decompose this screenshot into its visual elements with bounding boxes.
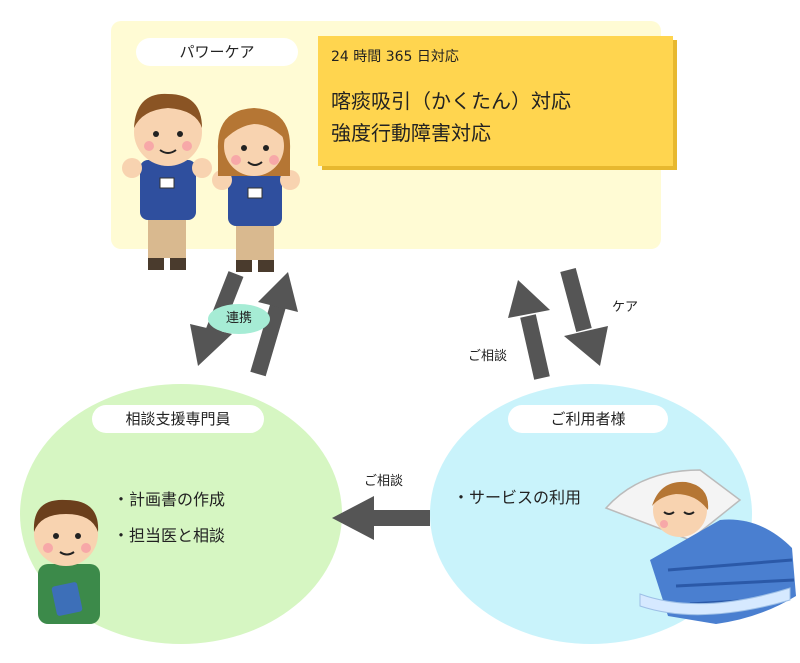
consultant-label: 相談支援専門員 — [92, 405, 264, 433]
female-staff-icon — [212, 108, 300, 272]
link-badge: 連携 — [208, 304, 270, 334]
consult-left-label: ご相談 — [364, 474, 404, 489]
sleeping-user-icon — [604, 469, 796, 624]
consultant-icon — [33, 499, 100, 624]
consult-up-label: ご相談 — [468, 349, 508, 364]
arrow-provider-to-user — [560, 267, 608, 366]
services-line-behavior: 強度行動障害対応 — [331, 121, 491, 145]
provider-label: パワーケア — [136, 38, 298, 66]
male-staff-icon — [122, 93, 212, 270]
user-label: ご利用者様 — [508, 405, 668, 433]
care-label: ケア — [612, 300, 639, 315]
consultant-item-plan: ・計画書の作成 — [113, 490, 226, 509]
user-item-service: ・サービスの利用 — [453, 488, 582, 507]
services-card: 24 時間 365 日対応 喀痰吸引（かくたん）対応 強度行動障害対応 — [318, 36, 673, 166]
arrow-consultant-to-provider — [250, 272, 298, 377]
services-line-suction: 喀痰吸引（かくたん）対応 — [331, 89, 571, 113]
arrow-user-to-provider — [508, 280, 550, 380]
arrow-user-to-consultant — [332, 496, 430, 540]
services-hours: 24 時間 365 日対応 — [331, 49, 459, 65]
consultant-item-doctor: ・担当医と相談 — [113, 526, 226, 545]
